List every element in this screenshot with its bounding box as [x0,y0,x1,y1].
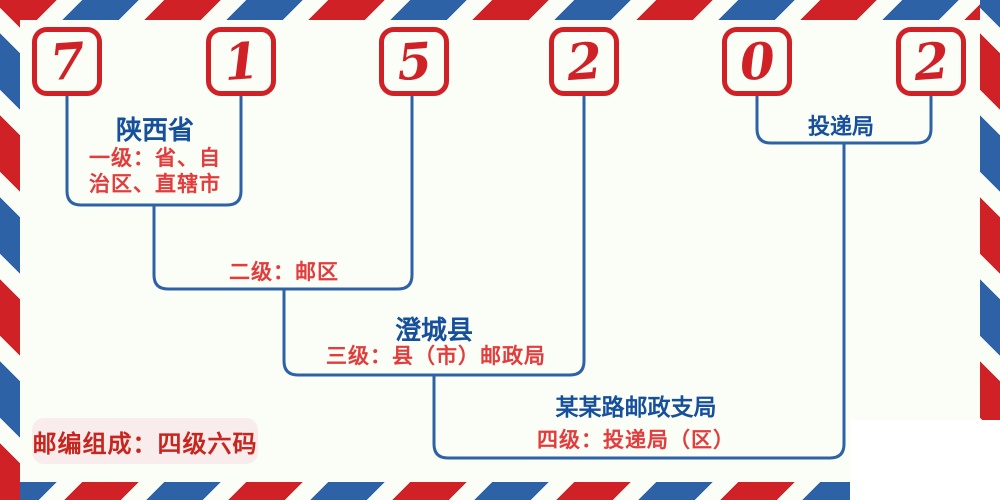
digit-box-3: 5 [379,27,449,96]
digit-3: 5 [394,30,434,92]
digit-box-6: 2 [896,27,966,96]
level3-desc-label: 三级：县（市）邮政局 [326,345,546,368]
digit-2: 1 [221,30,261,92]
bracket-delivery [755,94,933,145]
digit-box-2: 1 [206,27,276,96]
digit-box-4: 2 [549,27,619,96]
delivery-bureau-label: 投递局 [807,114,875,140]
airmail-stripe-border-left [0,0,20,500]
digit-box-5: 0 [722,27,792,96]
digit-1: 7 [47,30,87,92]
level4-office-label: 某某路邮政支局 [555,394,717,421]
digit-5: 0 [737,30,777,92]
level3-region-label: 澄城县 [394,316,474,346]
corner-white-patch [850,420,1000,500]
level1-desc-label: 一级：省、自治区、直辖市 [89,147,221,196]
level2-desc-label: 二级：邮区 [229,261,339,284]
airmail-stripe-border-top [0,0,1000,20]
airmail-stripe-border-right [980,0,1000,500]
digit-box-1: 7 [32,27,102,96]
composition-badge: 邮编组成：四级六码 [32,418,258,464]
digit-4: 2 [564,30,604,92]
digit-6: 2 [911,30,951,92]
airmail-stripe-border-bottom [0,482,1000,500]
level1-region-label: 陕西省 [115,116,195,146]
composition-badge-text: 邮编组成：四级六码 [32,428,258,458]
level4-desc-label: 四级：投递局（区） [537,429,735,452]
bracket-level4 [432,141,846,460]
